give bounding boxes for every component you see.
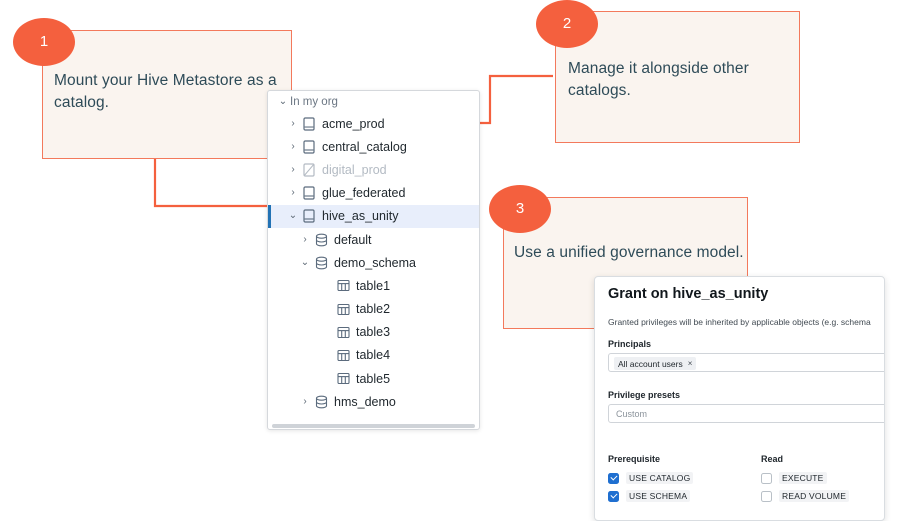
table-icon bbox=[334, 371, 352, 387]
column-header-read: Read bbox=[761, 454, 784, 464]
table-icon bbox=[334, 347, 352, 363]
catalog-disabled-icon bbox=[300, 162, 318, 178]
checkbox-icon[interactable] bbox=[761, 490, 772, 502]
column-header-prerequisite: Prerequisite bbox=[608, 454, 661, 464]
catalog-tree[interactable]: ⌄ In my org › acme_prod › central_catalog › d… bbox=[268, 91, 479, 429]
tree-item-digital-prod[interactable]: › digital_prod bbox=[268, 158, 479, 181]
callout-text-1: Mount your Hive Metastore as a catalog. bbox=[54, 72, 277, 111]
principal-token[interactable]: All account users × bbox=[614, 357, 697, 370]
tree-item-table1[interactable]: table1 bbox=[268, 274, 479, 297]
catalog-icon bbox=[300, 139, 318, 155]
checkbox-label: EXECUTE bbox=[779, 472, 827, 484]
checkbox-icon[interactable] bbox=[608, 490, 619, 502]
table-icon bbox=[334, 324, 352, 340]
tree-item-acme-prod[interactable]: › acme_prod bbox=[268, 112, 479, 135]
chevron-right-icon[interactable]: › bbox=[303, 395, 307, 407]
catalog-icon bbox=[300, 116, 318, 132]
checkbox-label: READ VOLUME bbox=[779, 490, 850, 502]
tree-item-table5[interactable]: table5 bbox=[268, 367, 479, 390]
tree-item-label: demo_schema bbox=[334, 255, 416, 270]
tree-item-default[interactable]: › default bbox=[268, 228, 479, 251]
checkbox-row-use-catalog[interactable]: USE CATALOG bbox=[608, 472, 694, 484]
checkbox-label: USE SCHEMA bbox=[626, 490, 691, 502]
tree-item-label: table1 bbox=[356, 278, 391, 293]
checkbox-icon[interactable] bbox=[608, 472, 619, 484]
tree-item-table4[interactable]: table4 bbox=[268, 344, 479, 367]
table-icon bbox=[334, 278, 352, 294]
schema-icon bbox=[312, 394, 330, 410]
tree-item-label: default bbox=[334, 232, 372, 247]
checkbox-icon[interactable] bbox=[761, 472, 772, 484]
tree-item-label: hms_demo bbox=[334, 394, 396, 409]
callout-box-2 bbox=[555, 11, 800, 143]
grant-dialog[interactable]: Grant on hive_as_unity Granted privilege… bbox=[594, 276, 885, 521]
schema-icon bbox=[312, 232, 330, 248]
tree-group-in-my-org[interactable]: ⌄ In my org bbox=[268, 91, 479, 112]
tree-item-label: glue_federated bbox=[322, 186, 406, 201]
tree-item-label: table4 bbox=[356, 348, 391, 363]
dialog-subtitle: Granted privileges will be inherited by … bbox=[608, 317, 871, 327]
tree-row-list: ›acme_prod›central_catalog›digital_prod›… bbox=[268, 112, 479, 413]
principals-input[interactable]: All account users × bbox=[608, 353, 884, 372]
chevron-right-icon[interactable]: › bbox=[291, 140, 295, 152]
checkbox-row-read-volume[interactable]: READ VOLUME bbox=[761, 490, 850, 502]
horizontal-scrollbar[interactable] bbox=[272, 424, 475, 428]
chevron-right-icon[interactable]: › bbox=[291, 187, 295, 199]
tree-item-label: acme_prod bbox=[322, 116, 385, 131]
chevron-right-icon[interactable]: › bbox=[291, 117, 295, 129]
tree-item-label: table2 bbox=[356, 302, 391, 317]
chevron-right-icon[interactable]: › bbox=[303, 233, 307, 245]
tree-item-table3[interactable]: table3 bbox=[268, 321, 479, 344]
tree-item-label: table3 bbox=[356, 325, 391, 340]
principal-token-label: All account users bbox=[618, 358, 683, 369]
checkbox-row-execute[interactable]: EXECUTE bbox=[761, 472, 827, 484]
callout-box-1 bbox=[42, 30, 292, 159]
chevron-down-icon[interactable]: ⌄ bbox=[300, 256, 310, 268]
chevron-down-icon[interactable]: ⌄ bbox=[288, 210, 298, 222]
checkbox-row-use-schema[interactable]: USE SCHEMA bbox=[608, 490, 691, 502]
dialog-title: Grant on hive_as_unity bbox=[608, 286, 769, 302]
tree-item-demo-schema[interactable]: ⌄ demo_schema bbox=[268, 251, 479, 274]
callout-text-3: Use a unified governance model. bbox=[514, 244, 744, 261]
privilege-presets-select[interactable]: Custom bbox=[608, 404, 884, 423]
catalog-icon bbox=[300, 208, 318, 224]
tree-item-hive-as-unity[interactable]: ⌄ hive_as_unity bbox=[268, 204, 479, 229]
catalog-icon bbox=[300, 185, 318, 201]
tree-item-label: digital_prod bbox=[322, 162, 387, 177]
callout-text-2: Manage it alongside other catalogs. bbox=[568, 60, 749, 99]
tree-item-label: table5 bbox=[356, 371, 391, 386]
table-icon bbox=[334, 301, 352, 317]
tree-item-table2[interactable]: table2 bbox=[268, 298, 479, 321]
privilege-presets-label: Privilege presets bbox=[608, 390, 681, 400]
tree-item-hms-demo[interactable]: › hms_demo bbox=[268, 390, 479, 413]
callout-number-3: 3 bbox=[489, 185, 551, 233]
tree-item-central-catalog[interactable]: › central_catalog bbox=[268, 135, 479, 158]
tree-group-label: In my org bbox=[290, 95, 338, 108]
chevron-down-icon[interactable]: ⌄ bbox=[278, 95, 288, 107]
privilege-presets-placeholder: Custom bbox=[616, 409, 648, 419]
principals-label: Principals bbox=[608, 339, 652, 349]
close-icon[interactable]: × bbox=[687, 359, 693, 368]
checkbox-label: USE CATALOG bbox=[626, 472, 694, 484]
chevron-right-icon[interactable]: › bbox=[291, 163, 295, 175]
callout-number-2: 2 bbox=[536, 0, 598, 48]
catalog-explorer-panel[interactable]: ⌄ In my org › acme_prod › central_catalog › d… bbox=[267, 90, 480, 430]
tree-item-label: hive_as_unity bbox=[322, 209, 399, 224]
callout-number-1: 1 bbox=[13, 18, 75, 66]
schema-icon bbox=[312, 255, 330, 271]
tree-item-label: central_catalog bbox=[322, 139, 407, 154]
tree-item-glue-federated[interactable]: › glue_federated bbox=[268, 182, 479, 205]
